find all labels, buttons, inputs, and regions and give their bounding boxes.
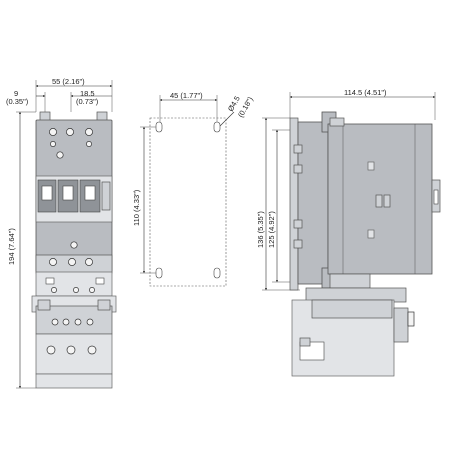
side-height-inner: 125 (4.92") (267, 211, 276, 248)
front-width-dim: 55 (2.16") (52, 77, 85, 86)
side-height-outer: 136 (5.35") (256, 211, 265, 248)
front-offset-mm: 9 (14, 89, 18, 98)
front-offset-in: (0.35") (6, 97, 29, 106)
side-view: 114.5 (4.51") 136 (5.35") 125 (4.92") (256, 88, 441, 377)
side-depth-dim: 114.5 (4.51") (344, 88, 387, 97)
front-inner-mm: 18.5 (80, 89, 95, 98)
mounting-view: 45 (1.77") Ø4.5 (0.18") 110 (4.33") (132, 91, 255, 287)
mounting-height-dim: 110 (4.33") (132, 189, 141, 226)
front-inner-in: (0.73") (76, 97, 99, 106)
front-view: 55 (2.16") 9 (0.35") 18.5 (0.73") 194 (7… (6, 77, 117, 389)
front-height-dim: 194 (7.64") (7, 228, 16, 265)
mounting-width-dim: 45 (1.77") (170, 91, 203, 100)
